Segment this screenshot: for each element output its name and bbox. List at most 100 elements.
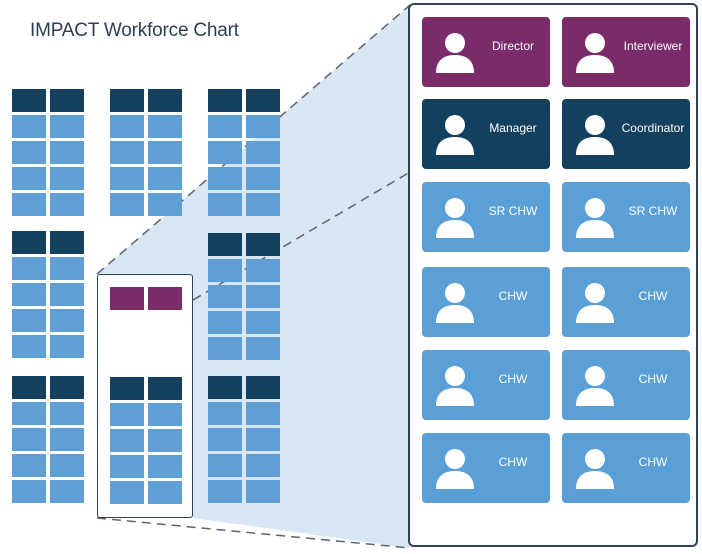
person-icon bbox=[570, 192, 620, 242]
team-header-cell bbox=[148, 377, 182, 400]
team-member-cell bbox=[208, 480, 242, 503]
team-member-cell bbox=[110, 429, 144, 452]
team-member-cell bbox=[208, 193, 242, 216]
team-member-cell bbox=[50, 335, 84, 358]
role-card: CHW bbox=[422, 350, 550, 420]
highlighted-team bbox=[97, 274, 193, 518]
role-label: SR CHW bbox=[488, 204, 538, 218]
team-header-cell bbox=[246, 233, 280, 256]
person-icon bbox=[570, 360, 620, 410]
team-member-cell bbox=[110, 141, 144, 164]
team-member-cell bbox=[12, 141, 46, 164]
team-member-cell bbox=[208, 428, 242, 451]
team-member-cell bbox=[50, 402, 84, 425]
team-member-cell bbox=[12, 193, 46, 216]
team-member-cell bbox=[110, 403, 144, 426]
team-member-cell bbox=[208, 337, 242, 360]
team-member-cell bbox=[148, 481, 182, 504]
team-member-cell bbox=[148, 167, 182, 190]
person-icon bbox=[430, 192, 480, 242]
role-label: CHW bbox=[638, 289, 668, 303]
role-card: CHW bbox=[422, 433, 550, 503]
role-card: Manager bbox=[422, 99, 550, 169]
person-icon bbox=[570, 277, 620, 327]
team-member-cell bbox=[110, 115, 144, 138]
team-member-cell bbox=[246, 402, 280, 425]
team-member-cell bbox=[208, 311, 242, 334]
team-member-cell bbox=[246, 337, 280, 360]
role-label: SR CHW bbox=[628, 204, 678, 218]
team-member-cell bbox=[208, 402, 242, 425]
team-member-cell bbox=[12, 454, 46, 477]
team-member-cell bbox=[12, 283, 46, 306]
team-member-cell bbox=[12, 167, 46, 190]
team-member-cell bbox=[110, 481, 144, 504]
role-card: Interviewer bbox=[562, 17, 690, 87]
zoom-line-top bbox=[96, 4, 411, 275]
team-member-cell bbox=[50, 309, 84, 332]
role-label: CHW bbox=[498, 455, 528, 469]
team-header-cell bbox=[12, 89, 46, 112]
role-label: Interviewer bbox=[623, 39, 683, 53]
role-label: Director bbox=[491, 39, 534, 53]
role-card: CHW bbox=[562, 433, 690, 503]
team-member-cell bbox=[12, 257, 46, 280]
team-member-cell bbox=[208, 141, 242, 164]
role-label: CHW bbox=[498, 289, 528, 303]
team-member-cell bbox=[148, 115, 182, 138]
team-member-cell bbox=[50, 141, 84, 164]
team-member-cell bbox=[246, 311, 280, 334]
role-card: CHW bbox=[562, 350, 690, 420]
team-member-cell bbox=[148, 455, 182, 478]
team-member-cell bbox=[148, 141, 182, 164]
team-member-cell bbox=[110, 455, 144, 478]
team-member-cell bbox=[12, 115, 46, 138]
role-card: CHW bbox=[562, 267, 690, 337]
team-header-cell bbox=[50, 89, 84, 112]
team-header-cell bbox=[246, 89, 280, 112]
team-header-cell bbox=[50, 231, 84, 254]
team-member-cell bbox=[246, 259, 280, 282]
team-header-cell bbox=[110, 89, 144, 112]
person-icon bbox=[430, 360, 480, 410]
team-member-cell bbox=[246, 454, 280, 477]
role-card: Director bbox=[422, 17, 550, 87]
team-member-cell bbox=[208, 285, 242, 308]
team-header-cell bbox=[208, 233, 242, 256]
role-label: Manager bbox=[489, 121, 537, 135]
team-member-cell bbox=[110, 193, 144, 216]
team-header-cell bbox=[148, 89, 182, 112]
role-label: CHW bbox=[638, 455, 668, 469]
team-member-cell bbox=[208, 115, 242, 138]
zoom-line-bottom bbox=[96, 517, 411, 549]
team-member-cell bbox=[50, 283, 84, 306]
person-icon bbox=[430, 277, 480, 327]
team-member-cell bbox=[50, 480, 84, 503]
role-label: CHW bbox=[638, 372, 668, 386]
team-member-cell bbox=[208, 259, 242, 282]
team-member-cell bbox=[246, 141, 280, 164]
person-icon bbox=[570, 27, 620, 77]
team-member-cell bbox=[12, 428, 46, 451]
role-card: Coordinator bbox=[562, 99, 690, 169]
team-member-cell bbox=[208, 167, 242, 190]
team-member-cell bbox=[148, 429, 182, 452]
role-label: CHW bbox=[498, 372, 528, 386]
person-icon bbox=[430, 27, 480, 77]
person-icon bbox=[430, 443, 480, 493]
team-member-cell bbox=[12, 480, 46, 503]
team-member-cell bbox=[50, 193, 84, 216]
person-icon bbox=[570, 109, 620, 159]
person-icon bbox=[570, 443, 620, 493]
team-member-cell bbox=[246, 193, 280, 216]
team-member-cell bbox=[50, 115, 84, 138]
team-header-cell bbox=[208, 376, 242, 399]
team-member-cell bbox=[246, 285, 280, 308]
team-member-cell bbox=[246, 428, 280, 451]
team-member-cell bbox=[246, 167, 280, 190]
team-member-cell bbox=[246, 480, 280, 503]
role-label: Coordinator bbox=[621, 121, 685, 135]
role-card: CHW bbox=[422, 267, 550, 337]
team-member-cell bbox=[110, 167, 144, 190]
